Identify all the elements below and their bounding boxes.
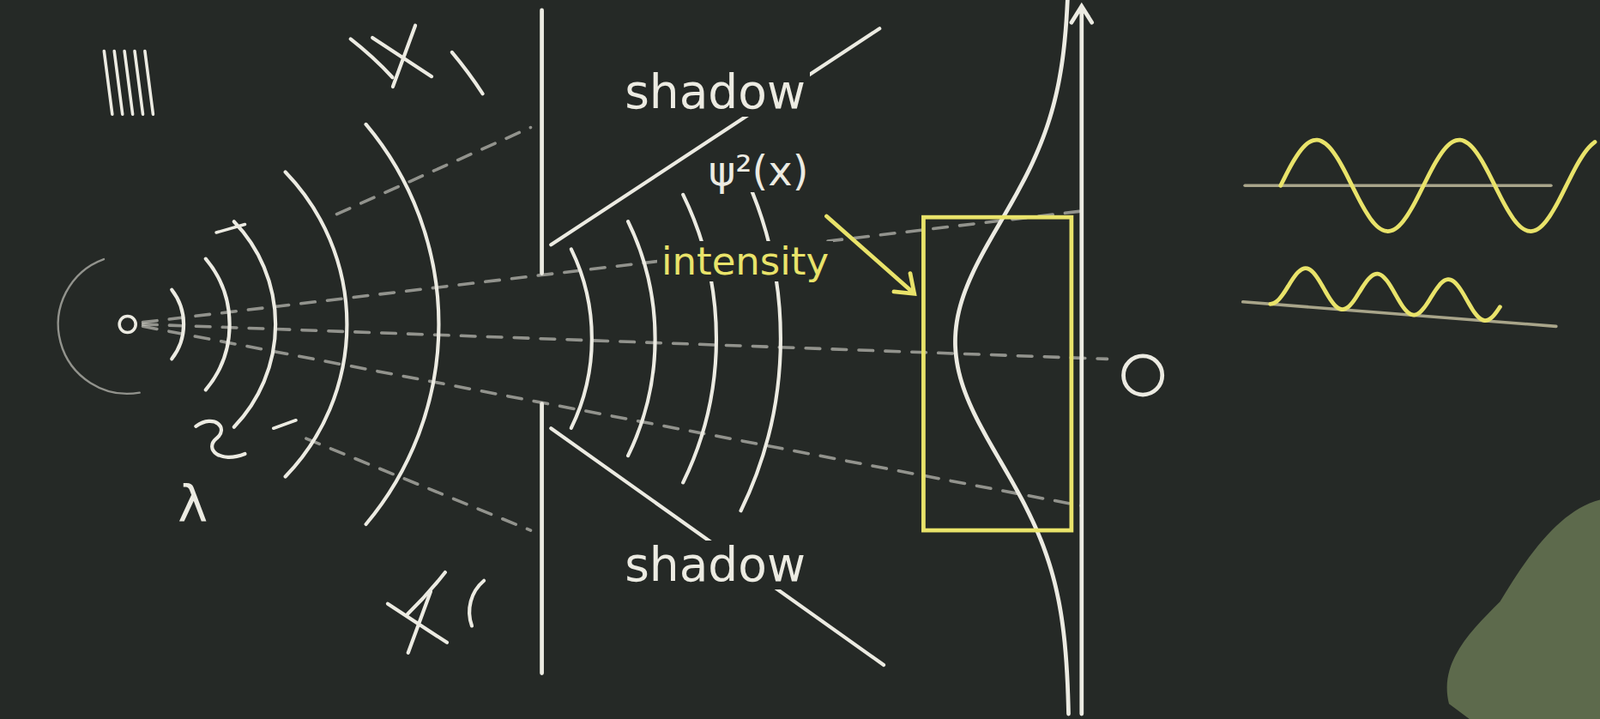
tally-mark — [114, 50, 123, 115]
dashed-ray — [143, 211, 1082, 323]
wavefront-arc — [205, 259, 230, 391]
shadow-line — [550, 28, 880, 245]
tally-mark — [134, 50, 144, 115]
wavefront-arc — [234, 221, 276, 427]
board-label: intensity — [657, 241, 834, 282]
highlight-box — [923, 217, 1071, 531]
amplitude-wave — [1280, 139, 1595, 231]
intensity-wave — [1270, 268, 1501, 321]
axis-line — [1243, 301, 1557, 327]
axis-line — [1244, 184, 1552, 188]
cross-mark — [372, 25, 432, 87]
wavefront-arc — [627, 221, 656, 456]
intensity-curve — [954, 0, 1069, 714]
source-circle — [58, 259, 140, 394]
tally-mark — [144, 50, 154, 115]
wavefront-arc — [285, 171, 348, 477]
dashed-ray — [306, 438, 532, 531]
pointer-arrow — [826, 216, 914, 294]
lecturer-arm — [1447, 499, 1600, 719]
wavefront-arc — [366, 124, 440, 525]
tally-mark — [124, 50, 133, 115]
wavefront-arc — [682, 194, 717, 484]
wavefront-arc — [571, 248, 592, 428]
screen-line — [1071, 6, 1093, 714]
board-label: shadow — [620, 67, 810, 117]
center-mark — [1123, 356, 1163, 395]
wavelength-label: λ — [173, 477, 212, 531]
dashed-ray — [143, 326, 1082, 506]
cross-mark — [387, 591, 447, 653]
wavelength-mark — [195, 421, 245, 458]
shadow-line — [550, 428, 884, 665]
board-label: ψ²(x) — [704, 149, 814, 193]
board-label: shadow — [620, 540, 810, 590]
wavefront-arc — [469, 580, 484, 627]
wavefront-arc — [741, 166, 781, 511]
source-point — [119, 315, 136, 333]
barrier-wall — [539, 10, 544, 674]
dashed-ray — [337, 127, 532, 215]
tally-mark — [103, 50, 113, 115]
wavefront-arc — [452, 52, 484, 94]
